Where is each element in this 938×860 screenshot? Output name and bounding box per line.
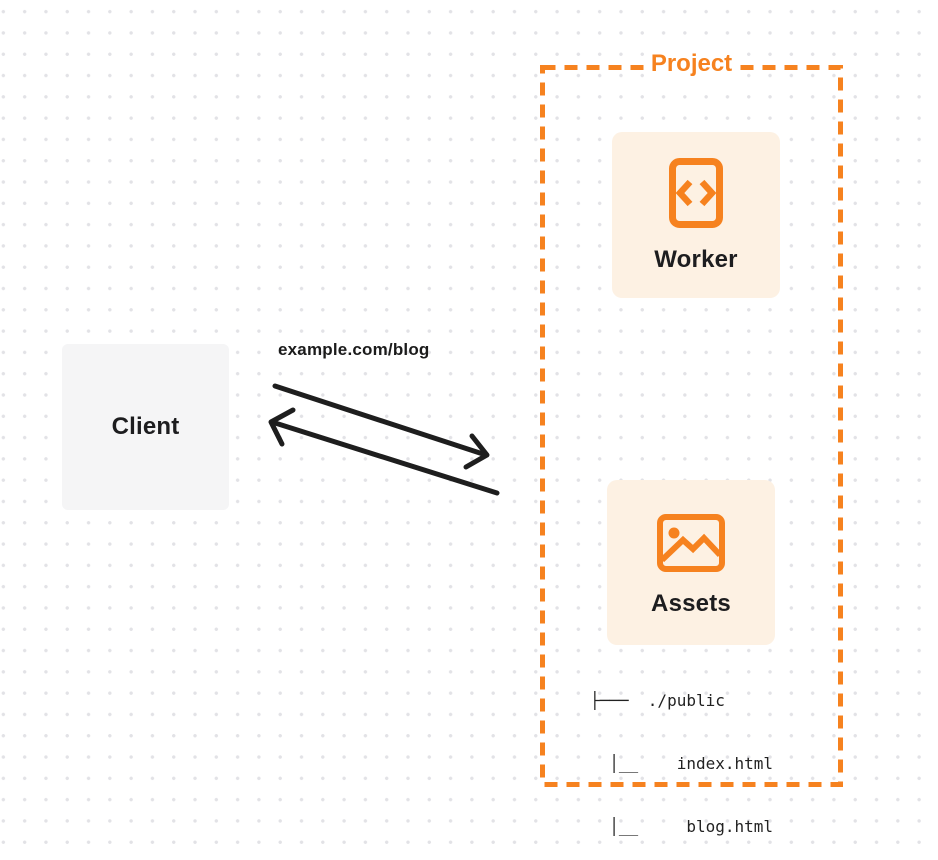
file-tree-item: │__ index.html [590, 754, 774, 773]
request-url-label: example.com/blog [278, 340, 430, 359]
assets-node: Assets [607, 480, 775, 645]
file-tree-item: │__ blog.html [590, 817, 774, 836]
assets-label: Assets [651, 590, 731, 617]
image-icon [657, 514, 725, 572]
client-node: Client [62, 344, 229, 510]
code-document-icon [669, 158, 723, 228]
worker-node: Worker [612, 132, 780, 298]
worker-label: Worker [654, 246, 738, 273]
file-tree-root: ├─── ./public [590, 691, 725, 710]
project-label: Project [644, 48, 739, 80]
client-label: Client [111, 413, 180, 440]
assets-file-tree: ├─── ./public │__ index.html │__ blog.ht… [590, 648, 773, 860]
project-container: Project Worker Assets ├─── ./public │__ … [540, 48, 843, 836]
request-arrow [272, 383, 490, 470]
response-arrow [268, 407, 500, 496]
